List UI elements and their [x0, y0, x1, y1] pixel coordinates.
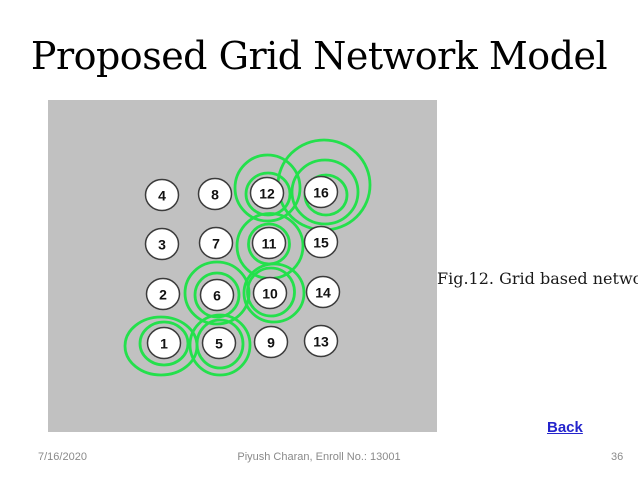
node-number: 4 — [158, 188, 166, 204]
node-number: 14 — [315, 285, 331, 301]
network-node-10: 10 — [252, 276, 288, 310]
slide-title: Proposed Grid Network Model — [30, 34, 608, 78]
slide-number: 36 — [611, 451, 624, 463]
node-circle — [252, 276, 288, 310]
network-node-9: 9 — [253, 325, 289, 359]
network-node-15: 15 — [303, 225, 339, 259]
coverage-ring-node-11 — [247, 222, 291, 266]
node-circle — [198, 226, 234, 260]
node-circle — [303, 175, 339, 209]
node-number: 8 — [211, 187, 219, 203]
node-circle — [303, 324, 339, 358]
node-circle — [249, 176, 285, 210]
network-node-11: 11 — [251, 226, 287, 260]
node-circle — [303, 225, 339, 259]
coverage-ring-node-6 — [193, 271, 241, 319]
node-circle — [201, 326, 237, 360]
node-number: 2 — [159, 287, 167, 303]
coverage-ring-node-16 — [290, 158, 360, 226]
node-number: 11 — [262, 236, 277, 252]
node-number: 5 — [215, 336, 223, 352]
node-circle — [305, 275, 341, 309]
network-node-12: 12 — [249, 176, 285, 210]
node-circle — [253, 325, 289, 359]
network-node-3: 3 — [144, 227, 180, 261]
node-number: 15 — [313, 235, 329, 251]
coverage-ring-node-1 — [138, 320, 190, 367]
network-node-16: 16 — [303, 175, 339, 209]
node-number: 6 — [213, 288, 221, 304]
network-node-1: 1 — [146, 326, 182, 360]
network-node-13: 13 — [303, 324, 339, 358]
node-number: 1 — [160, 336, 168, 352]
node-number: 16 — [313, 185, 329, 201]
network-node-14: 14 — [305, 275, 341, 309]
node-number: 3 — [158, 237, 166, 253]
coverage-ring-node-10 — [246, 266, 296, 318]
node-circle — [197, 177, 233, 211]
coverage-ring-node-5 — [195, 318, 245, 370]
node-number: 12 — [259, 186, 275, 202]
node-circle — [145, 277, 181, 311]
coverage-ring-node-12 — [233, 153, 302, 223]
node-number: 10 — [262, 286, 278, 302]
figure-caption: Fig.12. Grid based network — [437, 269, 638, 288]
back-link[interactable]: Back — [547, 419, 583, 436]
node-circle — [144, 178, 180, 212]
node-circle — [144, 227, 180, 261]
node-circle — [199, 278, 235, 312]
node-circle — [251, 226, 287, 260]
coverage-ring-node-5 — [188, 313, 252, 377]
node-number: 9 — [267, 335, 275, 351]
coverage-ring-node-12 — [244, 171, 292, 217]
network-node-5: 5 — [201, 326, 237, 360]
node-number: 13 — [313, 334, 329, 350]
footer-date: 7/16/2020 — [38, 451, 87, 463]
network-node-2: 2 — [145, 277, 181, 311]
footer-author: Piyush Charan, Enroll No.: 13001 — [237, 451, 401, 463]
network-node-4: 4 — [144, 178, 180, 212]
network-node-6: 6 — [199, 278, 235, 312]
node-circle — [146, 326, 182, 360]
network-node-8: 8 — [197, 177, 233, 211]
coverage-ring-node-6 — [183, 260, 251, 326]
node-number: 7 — [212, 236, 220, 252]
network-node-7: 7 — [198, 226, 234, 260]
